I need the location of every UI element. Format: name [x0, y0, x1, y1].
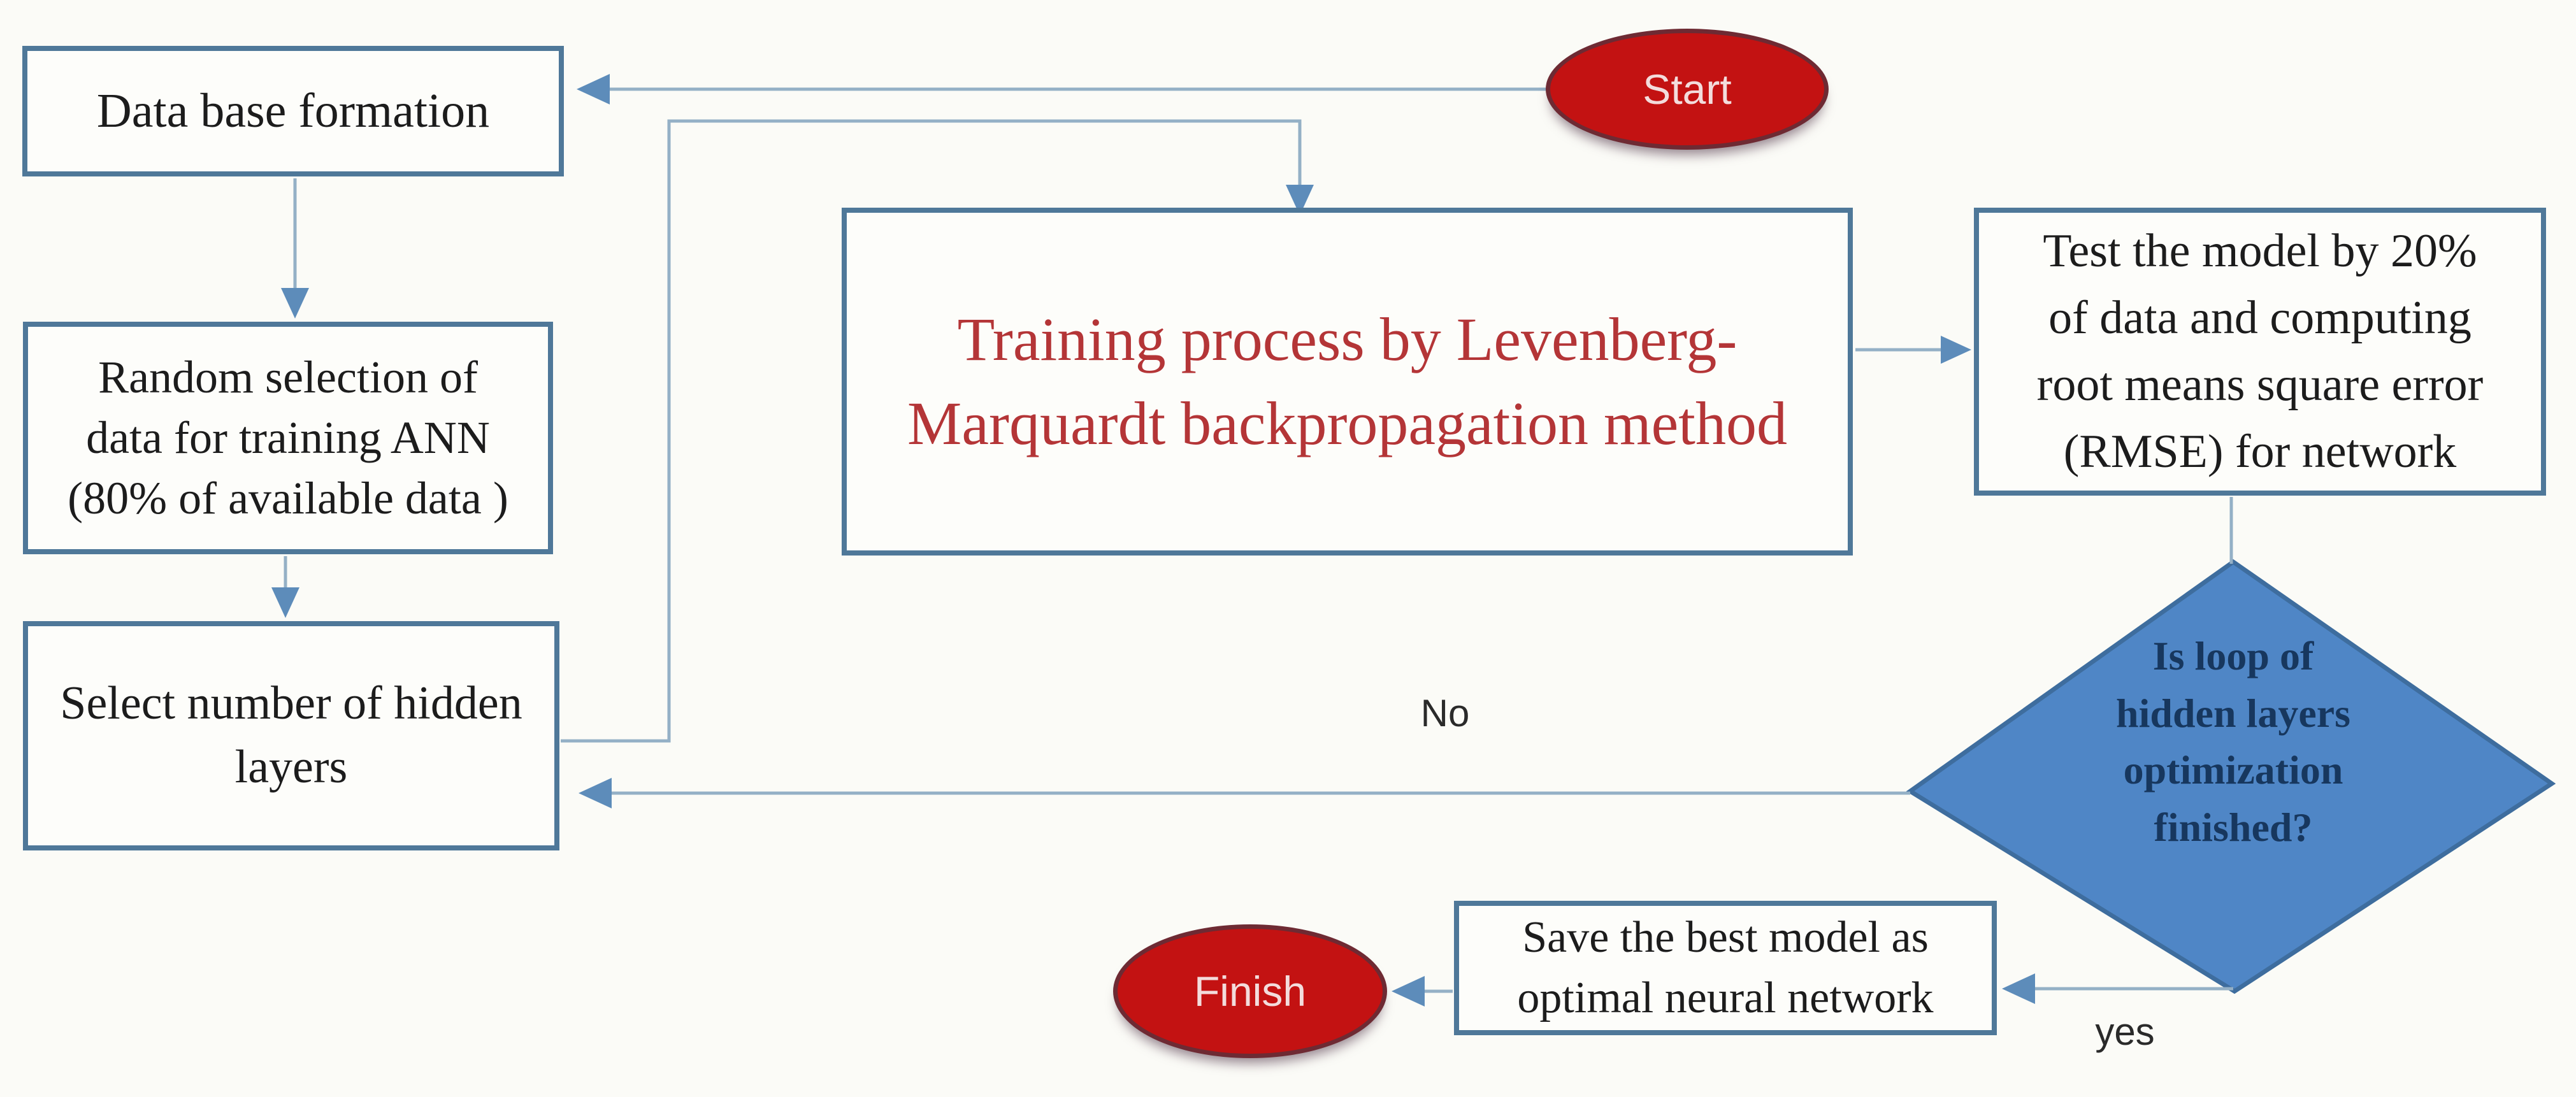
arrowhead-into-finish [1392, 976, 1425, 1007]
node-training-line: Training process by Levenberg- [957, 305, 1738, 373]
edge-label-yes: yes [2095, 1010, 2155, 1053]
node-test-line: of data and computing [2048, 291, 2472, 344]
decision-diamond-shape [1906, 559, 2556, 994]
node-start-terminal: Start [1546, 29, 1829, 150]
node-decision-line: hidden layers [2115, 690, 2351, 736]
arrowhead-into-random [281, 288, 309, 319]
node-save-line: Save the best model as [1522, 913, 1929, 962]
node-decision-line: finished? [2154, 804, 2313, 850]
node-save-line: optimal neural network [1517, 973, 1934, 1022]
edge-select-to-training-loop [561, 119, 1302, 743]
node-training-process: Training process by Levenberg- Marquardt… [842, 208, 1853, 556]
arrowhead-into-database [577, 74, 610, 104]
node-random-selection: Random selection of data for training AN… [23, 322, 553, 554]
node-test-line: Test the model by 20% [2043, 224, 2477, 277]
node-test-line: root means square error [2036, 359, 2484, 411]
arrowhead-into-training [1286, 185, 1314, 215]
arrowhead-yes-into-save [2002, 973, 2035, 1004]
node-decision-line: Is loop of [2152, 633, 2314, 678]
node-finish-label: Finish [1193, 968, 1307, 1015]
node-database-label: Data base formation [96, 84, 490, 138]
arrowhead-into-test [1941, 336, 1971, 364]
node-select-line: Select number of hidden [60, 677, 522, 730]
node-select-line: layers [234, 741, 348, 793]
arrowhead-no-into-select [579, 778, 612, 808]
node-select-hidden-layers: Select number of hidden layers [23, 621, 559, 850]
edge-label-no: No [1420, 692, 1470, 735]
node-random-line: data for training ANN [86, 412, 490, 463]
node-database-formation: Data base formation [22, 46, 564, 176]
node-decision-line: optimization [2123, 747, 2343, 793]
node-decision-text: Is loop of hidden layers optimization fi… [2010, 627, 2456, 856]
node-random-line: Random selection of [98, 351, 478, 403]
node-random-line: (80% of available data ) [68, 473, 508, 524]
node-test-model: Test the model by 20% of data and comput… [1974, 208, 2546, 496]
arrowhead-into-select [271, 587, 299, 618]
node-finish-terminal: Finish [1113, 924, 1387, 1058]
node-training-line: Marquardt backpropagation method [907, 389, 1787, 457]
node-save-best-model: Save the best model as optimal neural ne… [1454, 901, 1997, 1035]
node-test-line: (RMSE) for network [2063, 426, 2457, 478]
node-start-label: Start [1643, 66, 1732, 113]
